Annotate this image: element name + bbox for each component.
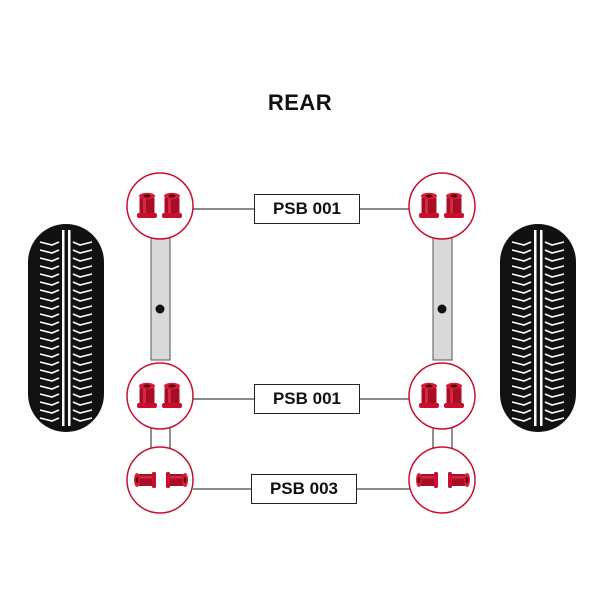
tyre-icon bbox=[499, 223, 577, 433]
part-label-psb-003: PSB 003 bbox=[251, 474, 357, 504]
sideways-bush-pair-icon bbox=[126, 446, 194, 514]
upright-bush-pair-icon bbox=[408, 362, 476, 430]
upright-bush-pair-icon bbox=[126, 172, 194, 240]
upright-bush-pair-icon bbox=[408, 172, 476, 240]
right-leaf-spring bbox=[432, 237, 453, 361]
left-leaf-spring bbox=[150, 237, 171, 361]
upright-bush-pair-icon bbox=[126, 362, 194, 430]
diagram-title: REAR bbox=[267, 90, 333, 115]
sideways-bush-pair-icon bbox=[408, 446, 476, 514]
tyre-icon bbox=[27, 223, 105, 433]
part-label-psb-001-lower: PSB 001 bbox=[254, 384, 360, 414]
left-spring-centre-bolt bbox=[155, 304, 165, 314]
part-label-psb-001-upper: PSB 001 bbox=[254, 194, 360, 224]
right-spring-centre-bolt bbox=[437, 304, 447, 314]
